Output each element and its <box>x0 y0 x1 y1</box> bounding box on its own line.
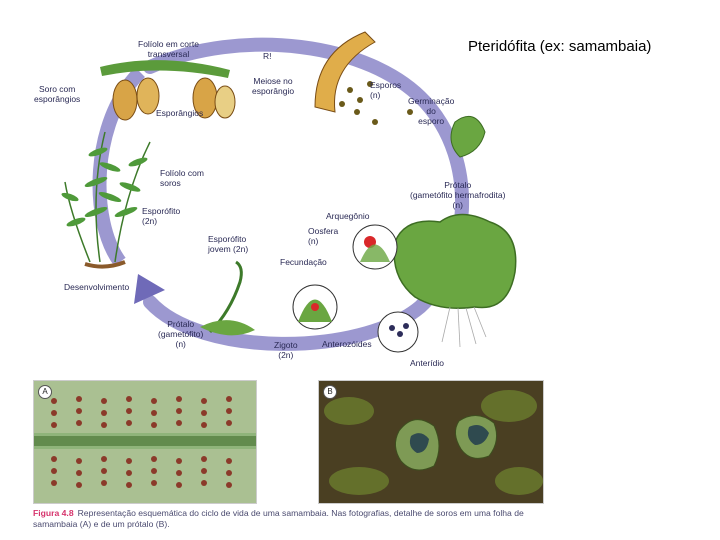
label-foliolo-soros: Folíolo com soros <box>160 168 204 188</box>
label-protalo-herma: Prótalo (gametófito hermafrodita) (n) <box>410 180 505 210</box>
photo-a-sori-on-frond: A <box>33 380 257 504</box>
figure-caption-text: Representação esquemática do ciclo de vi… <box>33 508 524 529</box>
figure-number: Figura 4.8 <box>33 508 74 518</box>
photo-b-illustration <box>319 381 543 503</box>
photo-a-tag: A <box>38 385 52 399</box>
label-zigoto: Zigoto (2n) <box>274 340 298 360</box>
label-desenvolvimento: Desenvolvimento <box>64 282 129 292</box>
rhizoids <box>442 307 486 347</box>
fern-life-cycle-diagram: Folíolo em corte transversal R! Meiose n… <box>30 12 545 372</box>
label-anterozoides: Anterozóides <box>322 339 372 349</box>
label-meiose: Meiose no esporângio <box>252 76 294 96</box>
label-germinacao: Germinação do esporo <box>408 96 454 126</box>
label-arquegonio: Arquegônio <box>326 211 369 221</box>
label-soro: Soro com esporângios <box>34 84 80 104</box>
photo-a-illustration <box>34 381 256 503</box>
photo-b-tag: B <box>323 385 337 399</box>
label-esporangios: Esporângios <box>156 108 203 118</box>
label-fecundacao: Fecundação <box>280 257 327 267</box>
label-anteridio: Anterídio <box>410 358 444 368</box>
leaflet-section <box>100 60 230 78</box>
label-esporos: Esporos (n) <box>370 80 401 100</box>
rhizome <box>85 262 125 267</box>
prothallus-hermaphrodite <box>394 215 516 309</box>
photo-b-prothallus: B <box>318 380 544 504</box>
label-oosfera: Oosfera (n) <box>308 226 338 246</box>
label-foliolo-corte: Folíolo em corte transversal <box>138 39 199 59</box>
label-esporofito-jovem: Esporófito jovem (2n) <box>208 234 248 254</box>
label-protalo-gamet: Prótalo (gametófito) (n) <box>158 319 203 349</box>
label-esporofito: Esporófito (2n) <box>142 206 180 226</box>
germinating-prothallus <box>451 116 485 157</box>
label-r: R! <box>263 51 272 61</box>
